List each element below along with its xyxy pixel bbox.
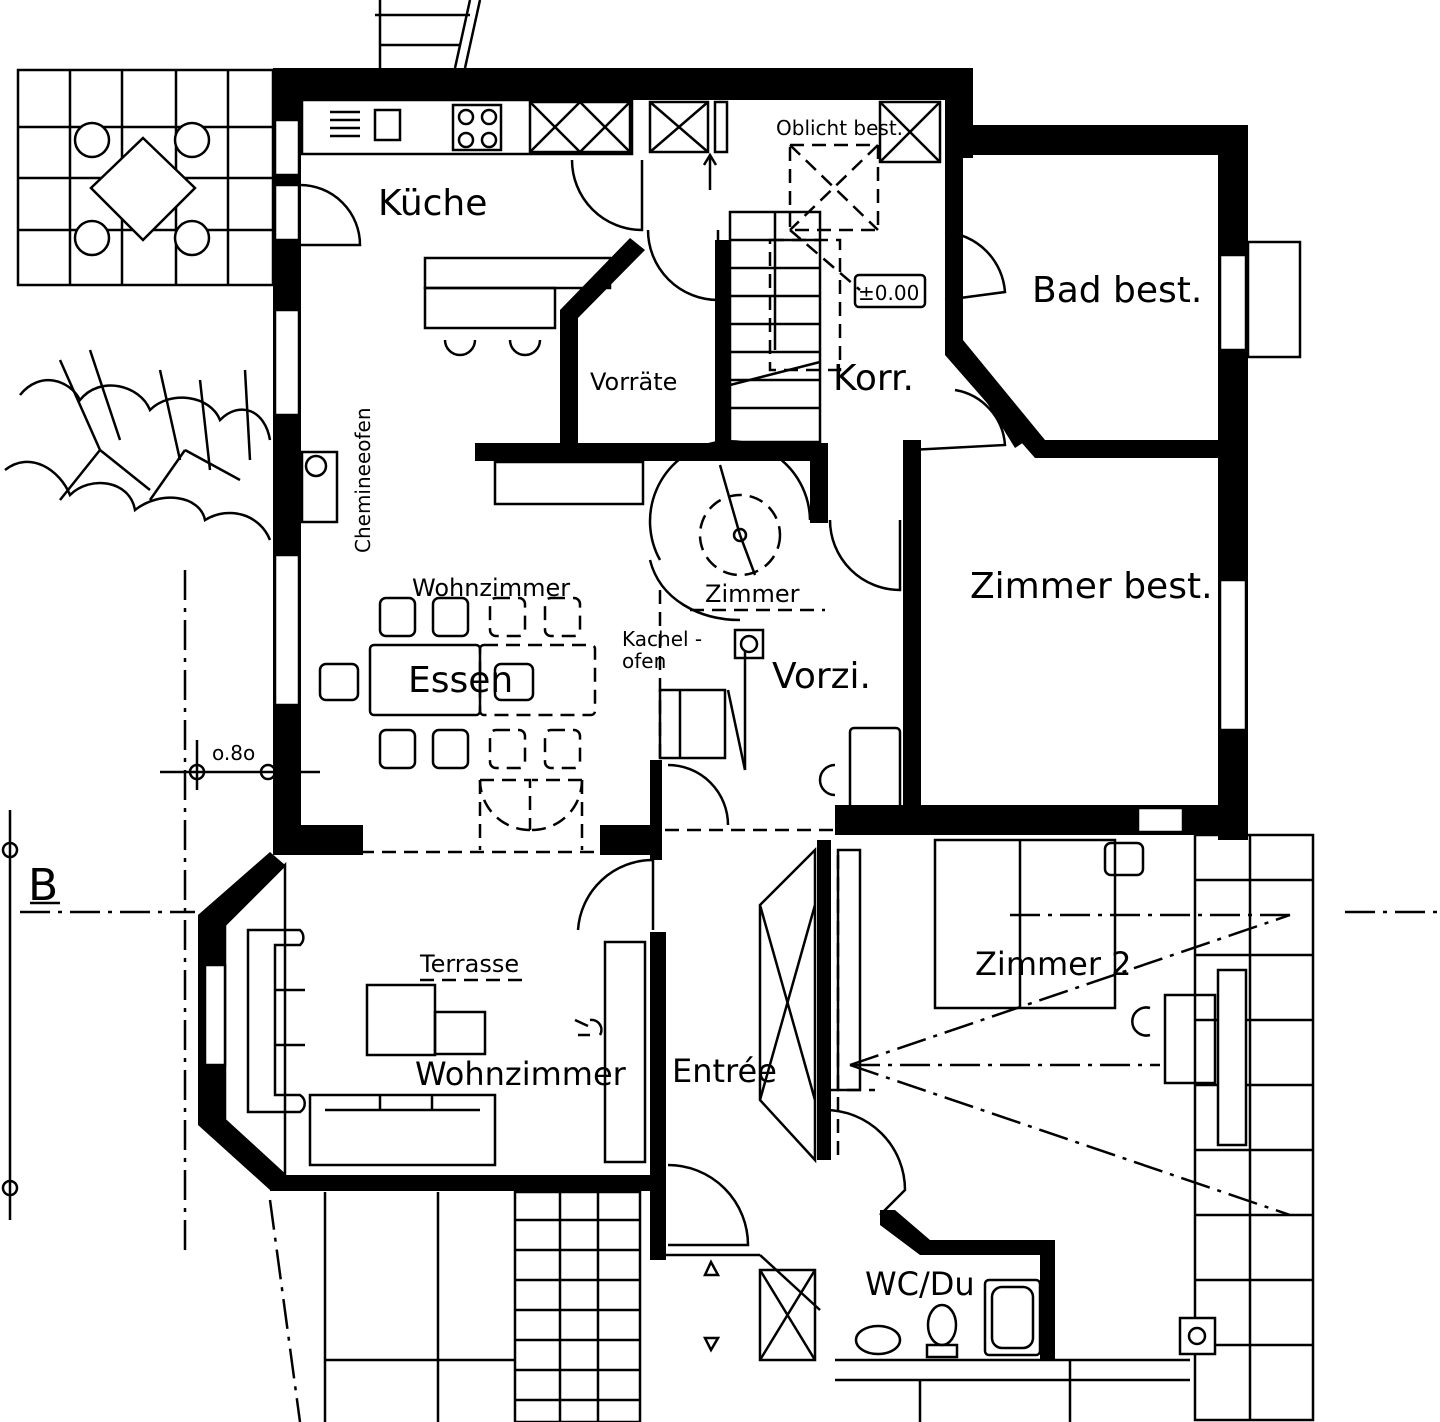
label-vorzi: Vorzi. bbox=[772, 656, 871, 697]
terrace-grid-right bbox=[1178, 833, 1315, 1422]
label-level: ±0.00 bbox=[858, 281, 919, 305]
label-wc: WC/Du bbox=[865, 1265, 975, 1303]
lower-stairs bbox=[268, 1190, 821, 1422]
windows-right bbox=[1136, 240, 1302, 834]
label-dimension: o.8o bbox=[212, 741, 255, 765]
label-vorraete: Vorräte bbox=[590, 368, 677, 396]
label-kachelofen-line2: ofen bbox=[622, 649, 666, 673]
label-bad: Bad best. bbox=[1032, 270, 1202, 311]
doors bbox=[299, 152, 1007, 1247]
label-kueche: Küche bbox=[378, 183, 487, 224]
kitchen-counter bbox=[300, 98, 942, 357]
wc-fixtures bbox=[835, 1278, 1190, 1422]
label-zimmer2: Zimmer 2 bbox=[975, 945, 1132, 983]
dining-table bbox=[318, 596, 600, 854]
top-fence bbox=[375, 0, 482, 69]
windows-left bbox=[273, 118, 301, 707]
kachelofen bbox=[658, 590, 747, 771]
terrace-grid-top-left bbox=[16, 68, 275, 287]
spiral-stair bbox=[648, 440, 825, 660]
living-room-furniture bbox=[203, 861, 647, 1178]
label-zimmer-small: Zimmer bbox=[705, 580, 800, 608]
label-chemineeofen: Chemineeofen bbox=[351, 407, 375, 553]
label-terrasse: Terrasse bbox=[419, 950, 519, 978]
sideboard bbox=[493, 460, 645, 506]
label-section-b: B bbox=[28, 860, 58, 911]
label-kachelofen-line1: Kachel - bbox=[622, 627, 702, 651]
dimension-marker bbox=[1, 570, 1440, 1250]
chemineeofen bbox=[300, 450, 339, 524]
label-essen: Essen bbox=[408, 660, 513, 701]
interior-walls bbox=[198, 155, 1218, 1360]
stairs-upper bbox=[728, 143, 927, 444]
vorzi-furniture bbox=[665, 726, 902, 832]
label-korr: Korr. bbox=[833, 358, 914, 399]
label-wohnzimmer: Wohnzimmer bbox=[415, 1055, 627, 1093]
label-oblicht: Oblicht best. bbox=[776, 116, 903, 140]
shrubs bbox=[4, 349, 272, 541]
label-zimmer-best: Zimmer best. bbox=[970, 566, 1213, 607]
label-entree: Entrée bbox=[672, 1052, 777, 1090]
label-wohnzimmer-upper: Wohnzimmer bbox=[412, 574, 570, 602]
bedroom-furniture bbox=[825, 838, 1291, 1217]
